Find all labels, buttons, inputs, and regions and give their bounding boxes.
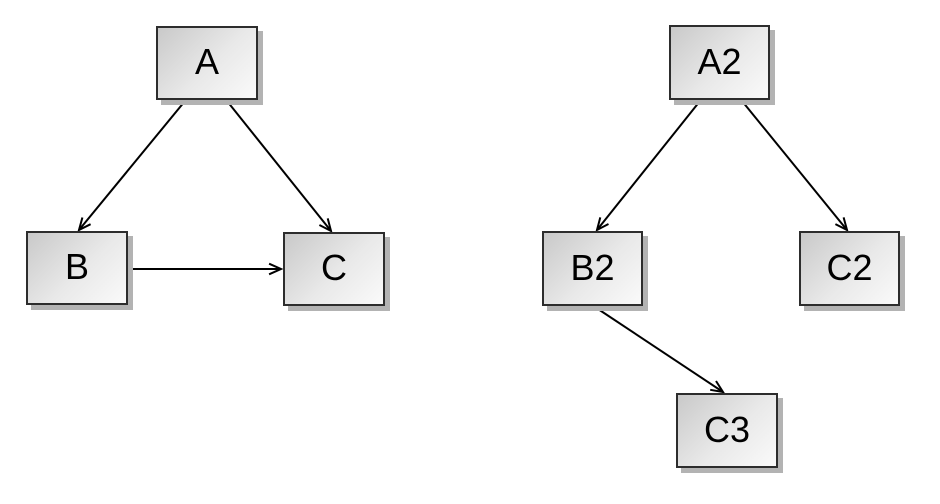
edge-B-to-C[interactable] [129,262,284,276]
arrowhead-icon [710,380,726,394]
node-label: C [321,247,347,288]
node-B2[interactable]: B2 [542,231,643,306]
arrowhead-icon [595,217,609,232]
node-label: B [64,246,89,287]
edge-B2-to-C3[interactable] [594,306,726,394]
node-C2[interactable]: C2 [799,231,900,306]
edge-A2-to-B2[interactable] [595,100,701,232]
edge-A2-to-C2[interactable] [741,100,849,232]
node-A[interactable]: A [156,26,258,100]
node-C3[interactable]: C3 [676,393,778,468]
node-C[interactable]: C [283,232,385,306]
node-B[interactable]: B [26,231,128,305]
arrowhead-icon [77,217,92,232]
edge-A-to-C[interactable] [226,100,333,233]
node-label: C3 [703,408,751,450]
node-label: B2 [570,246,615,288]
edge-A-to-B[interactable] [77,100,186,232]
arrowhead-icon [318,218,333,233]
arrowhead-icon [268,262,284,276]
arrowhead-icon [834,217,849,232]
node-label: C2 [826,246,873,288]
node-label: A2 [697,40,742,82]
node-label: A [194,41,219,82]
node-A2[interactable]: A2 [669,25,770,100]
